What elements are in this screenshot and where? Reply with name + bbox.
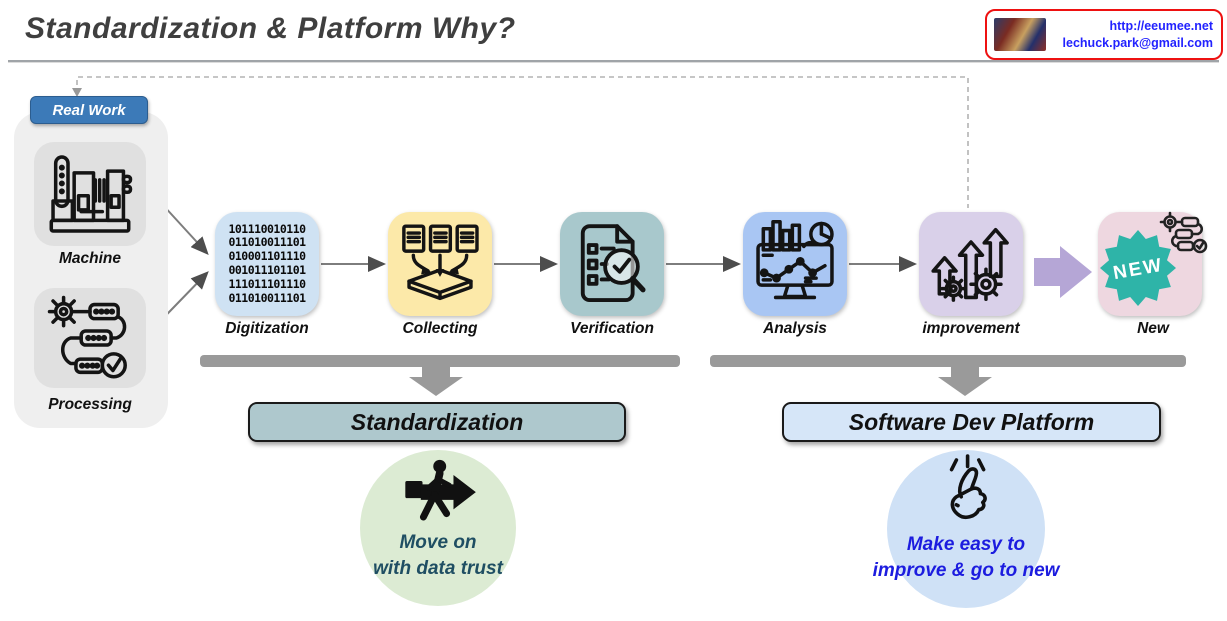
improvement-to-new-block-arrow-icon	[1034, 246, 1092, 298]
analysis-tile	[743, 212, 847, 316]
mini-process-icon	[1159, 211, 1208, 254]
feedback-arrowhead-icon	[72, 88, 82, 97]
analysis-label: Analysis	[763, 320, 827, 337]
processing-tile	[34, 288, 146, 388]
collecting-label: Collecting	[402, 320, 478, 337]
machine-tile	[34, 142, 146, 246]
up-arrows-gears-icon	[931, 227, 1009, 302]
standardization-box: Standardization	[248, 402, 626, 442]
new-starburst-icon	[1100, 230, 1176, 306]
page-title: Standardization & Platform Why?	[25, 12, 516, 45]
machine-icon	[49, 155, 133, 233]
platform-brace-bar	[710, 355, 1186, 367]
website-link[interactable]: http://eeumee.net	[1109, 18, 1214, 33]
machine-label: Machine	[58, 250, 121, 267]
new-tile: NEW	[1098, 211, 1208, 316]
move-on-caption-line1: Move on	[399, 532, 477, 553]
processing-label: Processing	[48, 396, 132, 413]
feedback-dashed-line	[76, 76, 969, 208]
make-easy-caption-line2: improve & go to new	[872, 559, 1060, 581]
standardization-down-arrow-icon	[409, 367, 463, 396]
contact-links: http://eeumee.net lechuck.park@gmail.com	[1046, 18, 1221, 52]
standardization-brace-bar	[200, 355, 680, 367]
process-flow-icon	[47, 295, 127, 379]
checklist-magnifier-icon	[580, 224, 646, 303]
move-on-circle: Move on with data trust	[360, 450, 516, 606]
snap-fingers-icon	[949, 454, 987, 520]
make-easy-caption: Make easy to improve & go to new	[873, 532, 1060, 583]
make-easy-circle: Make easy to improve & go to new	[873, 450, 1059, 608]
platform-down-arrow-icon	[938, 367, 992, 396]
move-on-caption-line2: with data trust	[373, 557, 503, 579]
verification-tile	[560, 212, 664, 316]
title-divider	[8, 60, 1219, 62]
chart-monitor-icon	[756, 220, 834, 300]
email-link[interactable]: lechuck.park@gmail.com	[1062, 35, 1213, 50]
improvement-tile	[919, 212, 1023, 316]
contact-card: http://eeumee.net lechuck.park@gmail.com	[985, 9, 1223, 60]
digitization-label: Digitization	[225, 320, 309, 337]
documents-collect-icon	[402, 224, 479, 301]
improvement-label: improvement	[922, 320, 1020, 337]
software-dev-platform-box: Software Dev Platform	[782, 402, 1161, 442]
move-on-caption: Move on with data trust	[373, 530, 503, 581]
real-work-badge: Real Work	[30, 96, 148, 124]
standardization-box-label: Standardization	[350, 408, 524, 435]
software-dev-platform-box-label: Software Dev Platform	[848, 408, 1095, 435]
collecting-tile	[388, 212, 492, 316]
new-badge-icon: NEW	[1100, 211, 1208, 306]
new-label: New	[1137, 320, 1169, 337]
person-moving-icon	[405, 459, 476, 521]
contact-photo	[994, 18, 1046, 51]
verification-label: Verification	[570, 320, 654, 337]
make-easy-caption-line1: Make easy to	[906, 534, 1026, 555]
